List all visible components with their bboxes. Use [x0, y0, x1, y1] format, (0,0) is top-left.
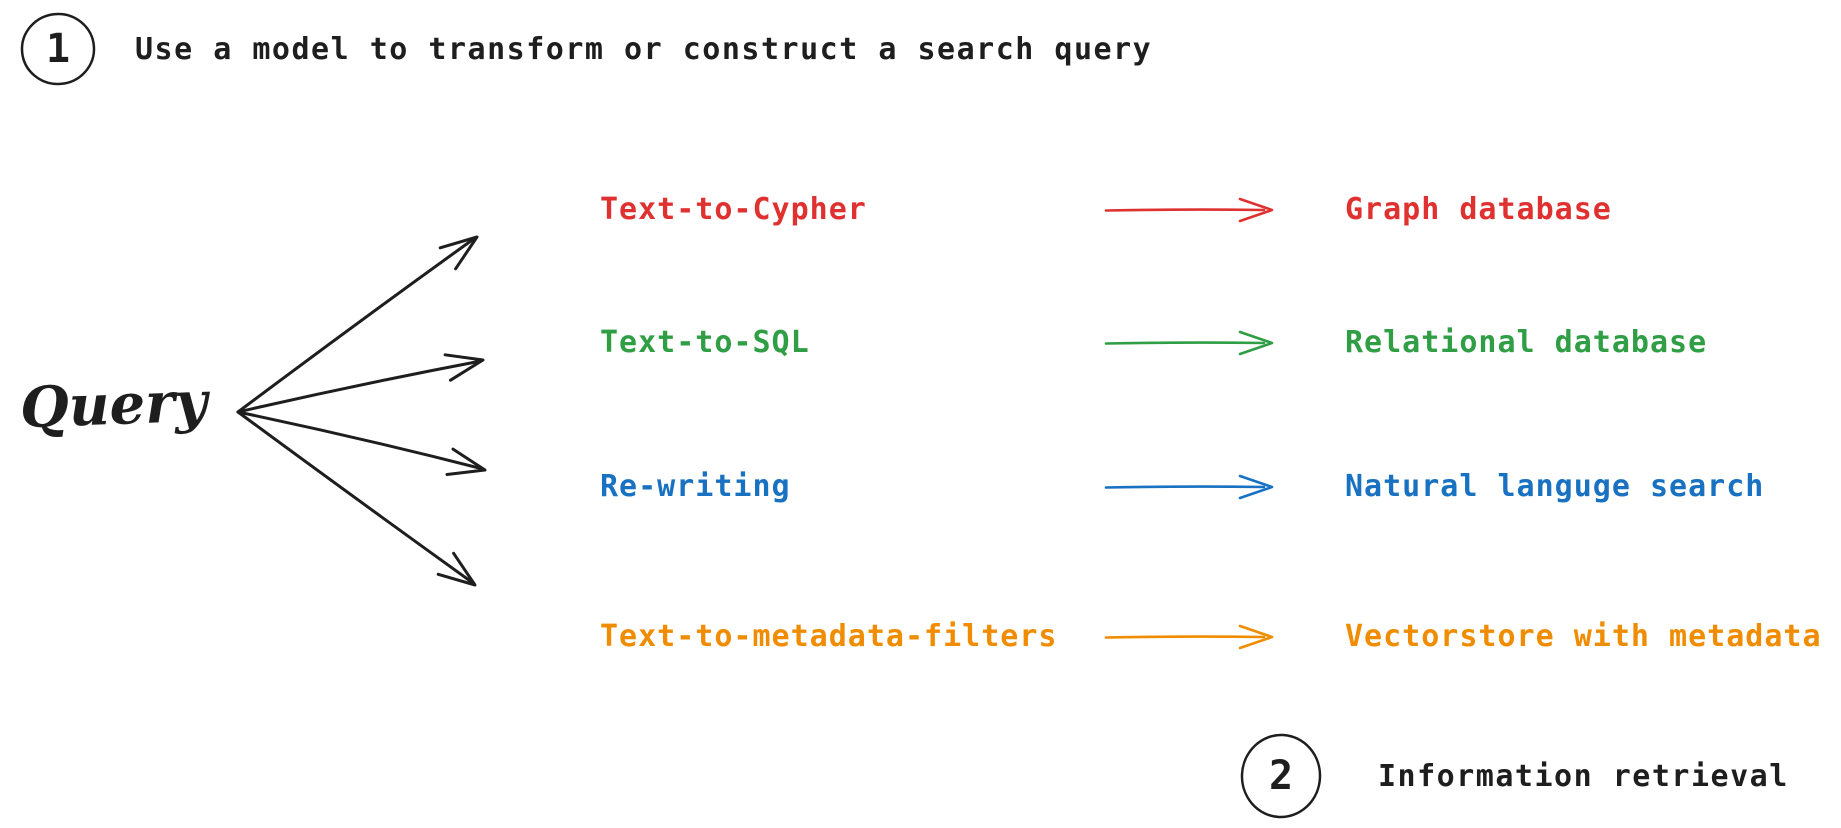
query-label: Query: [18, 368, 209, 442]
step-2-annotation: 2 Information retrieval: [1238, 733, 1789, 819]
target-label: Relational database: [1345, 325, 1708, 360]
right-arrow-icon: [1102, 328, 1277, 362]
row-text-to-sql: Text-to-SQL Relational database: [600, 321, 1841, 365]
step-2-number: 2: [1268, 753, 1294, 799]
right-arrow-icon: [1102, 195, 1277, 229]
row-text-to-metadata-filters: Text-to-metadata-filters Vectorstore wit…: [600, 615, 1841, 659]
right-arrow-icon: [1102, 622, 1277, 656]
target-label: Natural languge search: [1345, 469, 1765, 504]
step-1-number: 1: [45, 26, 71, 72]
method-label: Re-writing: [600, 469, 791, 504]
step-2-circle: 2: [1238, 733, 1324, 819]
row-text-to-cypher: Text-to-Cypher Graph database: [600, 188, 1841, 232]
row-re-writing: Re-writing Natural languge search: [600, 465, 1841, 509]
right-arrow-icon: [1102, 472, 1277, 506]
method-label: Text-to-metadata-filters: [600, 619, 1058, 654]
method-label: Text-to-Cypher: [600, 192, 867, 227]
step-1-circle: 1: [19, 10, 97, 88]
target-label: Vectorstore with metadata: [1345, 619, 1822, 654]
target-label: Graph database: [1345, 192, 1612, 227]
step-1-annotation: 1 Use a model to transform or construct …: [19, 10, 1152, 88]
step-1-label: Use a model to transform or construct a …: [135, 31, 1153, 67]
query-fan-arrows-icon: [200, 180, 540, 620]
step-2-label: Information retrieval: [1378, 758, 1789, 794]
method-label: Text-to-SQL: [600, 325, 810, 360]
